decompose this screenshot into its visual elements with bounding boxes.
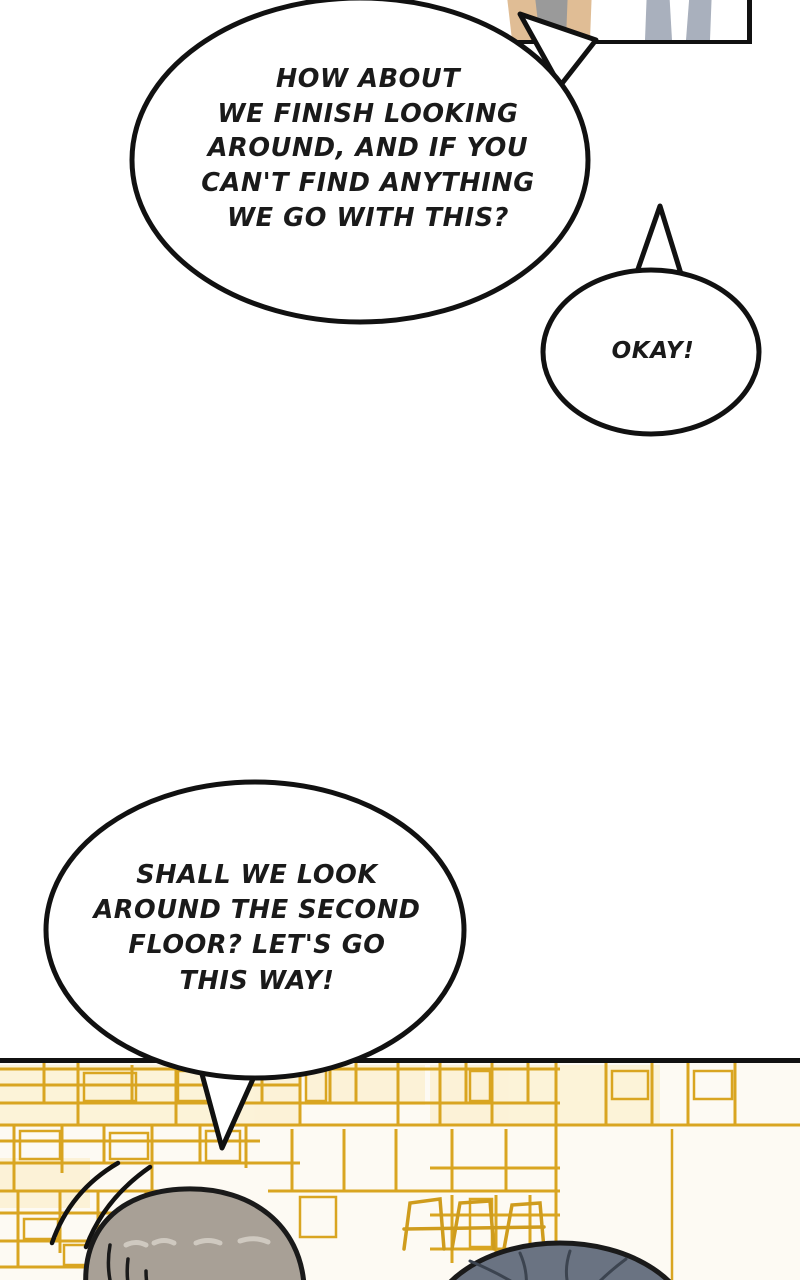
leg-gray-trousers xyxy=(535,0,578,40)
bookstore-background xyxy=(0,1063,800,1280)
speech-bubble-2-text: OKAY! xyxy=(611,338,695,364)
leg-skin-tan xyxy=(507,0,552,40)
panel-right-border xyxy=(747,0,752,44)
character-back-of-head-left xyxy=(83,1186,306,1280)
shelf-verticals xyxy=(12,1063,737,1280)
leg-skin-tan-2 xyxy=(566,0,592,40)
panel-bottom-border xyxy=(496,40,752,44)
bottom-scene-panel xyxy=(0,1058,800,1280)
shelf-angled-items xyxy=(402,1197,546,1251)
speech-bubble-3-text: SHALL WE LOOK AROUND THE SECOND FLOOR? L… xyxy=(93,860,421,996)
motion-lines xyxy=(49,1160,153,1250)
leg-blue-gray-right xyxy=(686,0,712,40)
leg-blue-gray-left xyxy=(645,0,672,40)
hair-strands-right xyxy=(468,1249,628,1280)
hair-highlights xyxy=(123,1236,271,1248)
previous-panel-legs xyxy=(496,0,764,44)
speech-bubble-okay xyxy=(540,203,762,437)
speech-bubble-1-text: HOW ABOUT WE FINISH LOOKING AROUND, AND … xyxy=(201,64,535,233)
hair-strands xyxy=(106,1243,149,1280)
character-back-of-head-right xyxy=(448,1240,672,1280)
